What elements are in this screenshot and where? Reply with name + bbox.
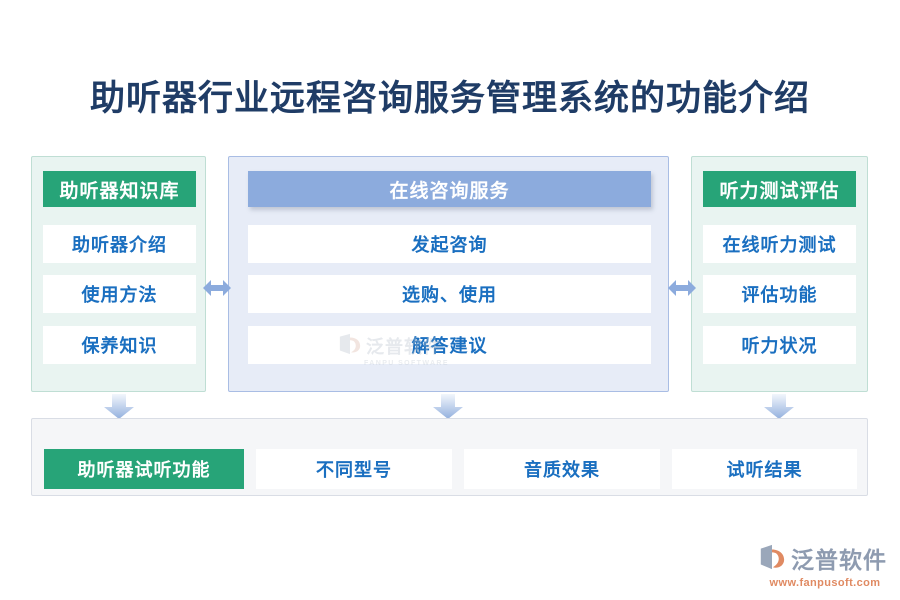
column-hearing-test: 听力测试评估 在线听力测试 评估功能 听力状况 [691,156,868,392]
double-arrow-left-right-icon [203,276,231,300]
brand-logo: 泛普软件 www.fanpusoft.com [758,543,892,589]
column-online-consultation: 在线咨询服务 发起咨询 选购、使用 解答建议 [228,156,669,392]
brand-url: www.fanpusoft.com [769,577,881,589]
list-item[interactable]: 发起咨询 [248,225,651,263]
list-item[interactable]: 不同型号 [256,449,452,489]
list-item[interactable]: 评估功能 [703,275,856,313]
list-item[interactable]: 选购、使用 [248,275,651,313]
list-item[interactable]: 音质效果 [464,449,660,489]
brand-logo-icon [758,543,786,576]
page-title: 助听器行业远程咨询服务管理系统的功能介绍 [89,79,810,118]
list-item[interactable]: 试听结果 [672,449,857,489]
list-item[interactable]: 在线听力测试 [703,225,856,263]
list-item[interactable]: 听力状况 [703,326,856,364]
bottom-panel: 助听器试听功能 不同型号 音质效果 试听结果 [31,418,868,496]
list-item[interactable]: 保养知识 [43,326,196,364]
column-header-online-consultation[interactable]: 在线咨询服务 [248,171,651,207]
bottom-accent-chip[interactable]: 助听器试听功能 [44,449,244,489]
brand-name: 泛普软件 [791,546,887,573]
list-item[interactable]: 助听器介绍 [43,225,196,263]
list-item[interactable]: 解答建议 [248,326,651,364]
arrow-down-icon [763,394,795,420]
list-item[interactable]: 使用方法 [43,275,196,313]
arrow-down-icon [432,394,464,420]
column-header-knowledge-base[interactable]: 助听器知识库 [43,171,196,207]
double-arrow-left-right-icon [668,276,696,300]
arrow-down-icon [103,394,135,420]
column-header-hearing-test[interactable]: 听力测试评估 [703,171,856,207]
column-knowledge-base: 助听器知识库 助听器介绍 使用方法 保养知识 [31,156,206,392]
